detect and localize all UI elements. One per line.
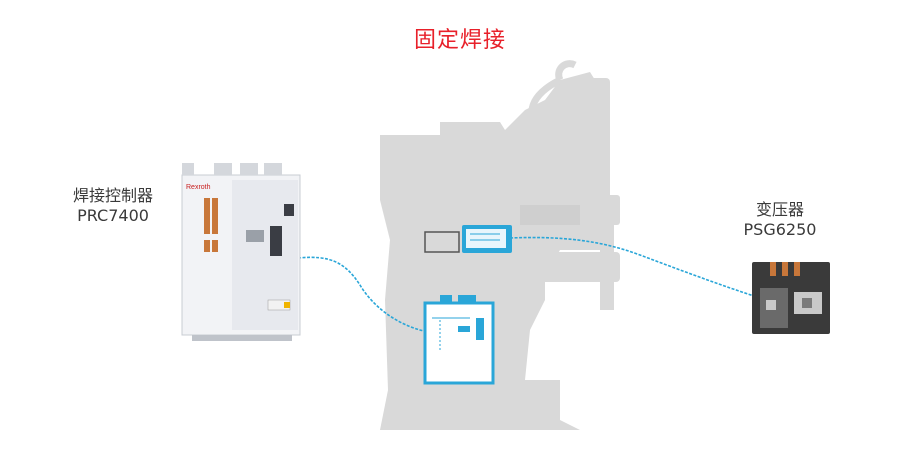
display-panel — [462, 225, 512, 253]
transformer-device — [752, 262, 830, 334]
controller-model: PRC7400 — [77, 206, 149, 225]
machine-cabinet — [423, 295, 495, 385]
cable-panel-to-transformer — [509, 236, 761, 299]
transformer-model: PSG6250 — [743, 220, 817, 239]
transformer-label: 变压器 PSG6250 — [720, 200, 840, 240]
cable-controller-to-panel — [297, 256, 429, 333]
diagram-title: 固定焊接 — [413, 28, 506, 53]
transformer-name: 变压器 — [755, 200, 804, 219]
cables — [297, 236, 761, 333]
controller-device: Rexroth — [181, 163, 301, 341]
controller-name: 焊接控制器 — [72, 186, 153, 205]
controller-label: 焊接控制器 PRC7400 — [48, 186, 178, 226]
controller-brand: Rexroth — [186, 184, 211, 191]
